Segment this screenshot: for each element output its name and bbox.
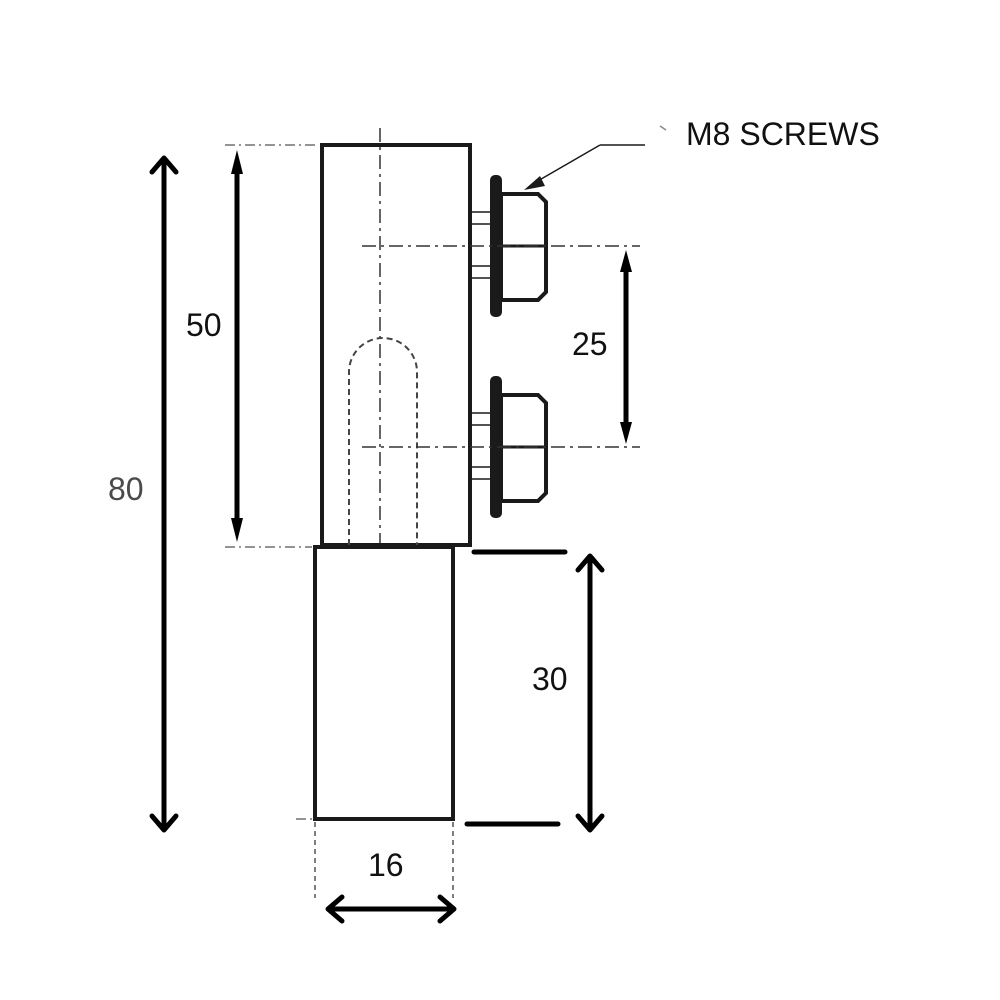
lower-pin xyxy=(313,545,455,821)
dimension-16-label: 16 xyxy=(368,847,404,883)
dimension-16-arrow xyxy=(325,894,457,924)
dimension-80-label: 80 xyxy=(108,471,144,507)
dimension-80-arrow xyxy=(149,155,179,833)
dimension-30-label: 30 xyxy=(532,661,568,697)
dimension-25-arrow xyxy=(620,250,632,444)
lower-screw xyxy=(469,376,548,518)
callout-label: M8 SCREWS xyxy=(686,116,880,152)
hidden-pin-bore xyxy=(348,337,418,545)
dimension-30-arrow xyxy=(575,553,605,833)
dimension-50-arrow xyxy=(231,150,243,542)
callout-leader xyxy=(524,125,667,190)
dimension-25-label: 25 xyxy=(572,326,608,362)
lower-screw-shank xyxy=(469,412,493,480)
dimension-50-label: 50 xyxy=(186,307,222,343)
upper-screw-shank xyxy=(469,211,493,279)
upper-body xyxy=(320,143,472,547)
